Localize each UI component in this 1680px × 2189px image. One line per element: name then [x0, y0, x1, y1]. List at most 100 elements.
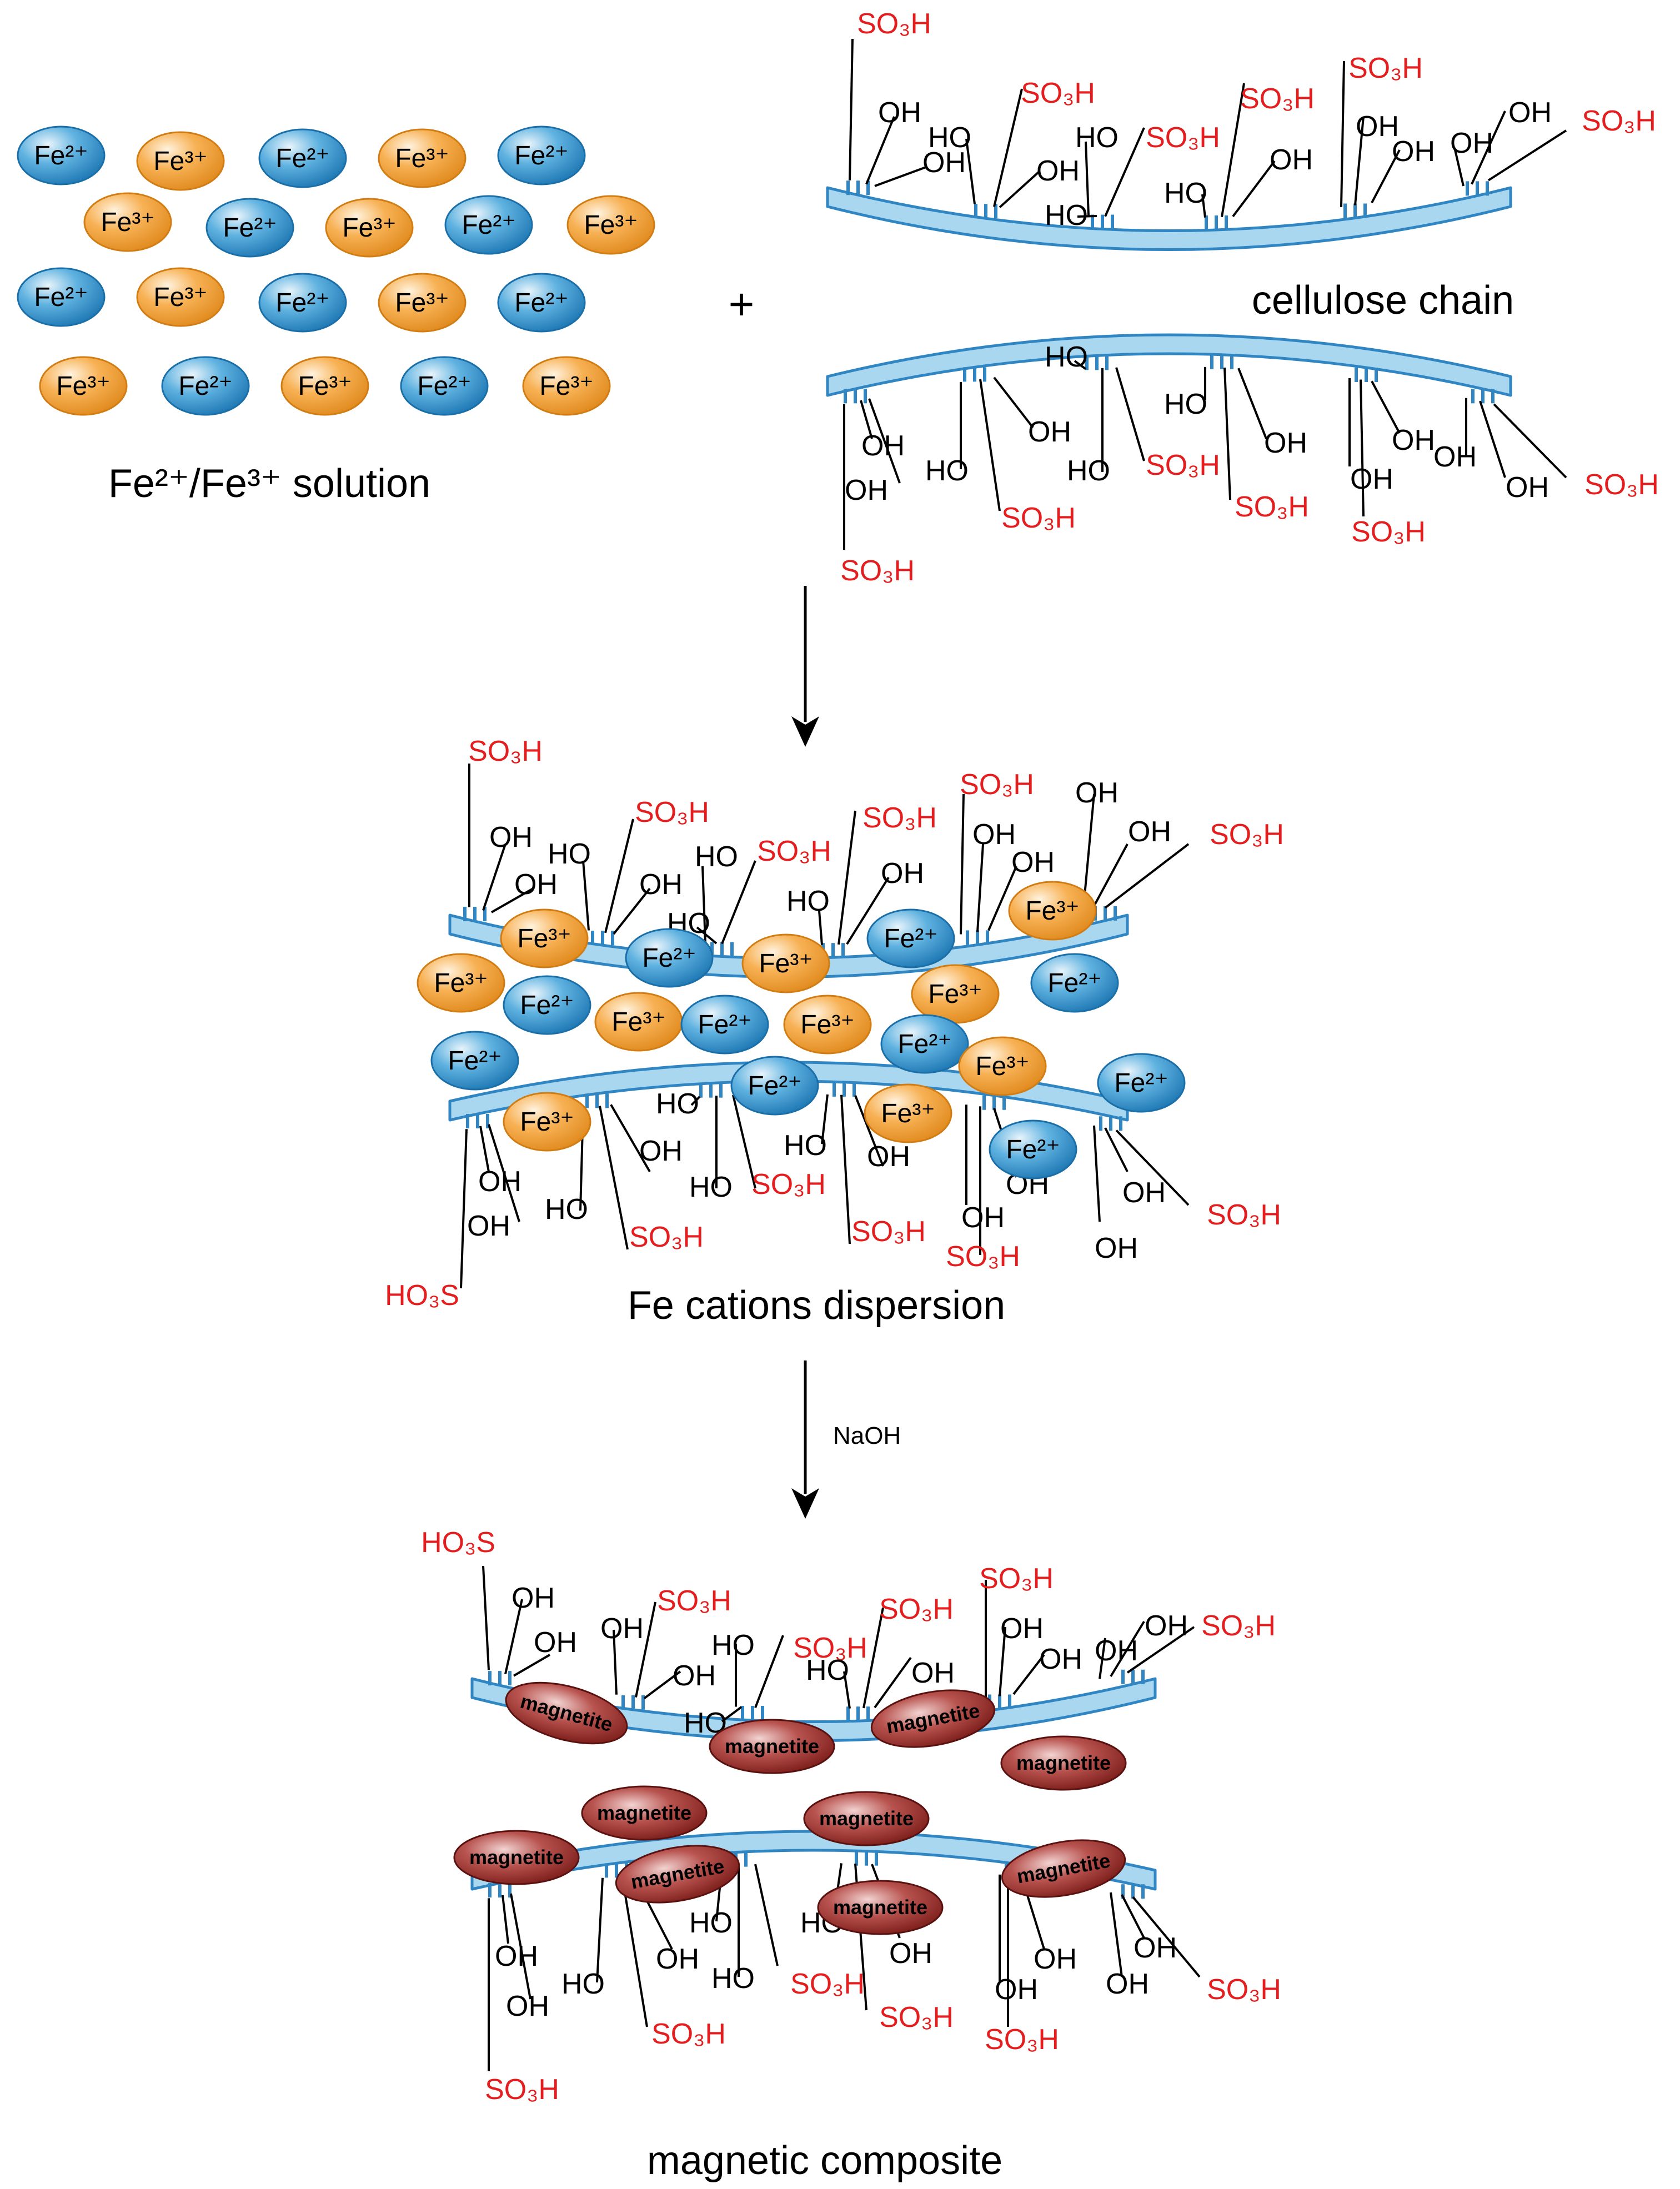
sulfonic-group: SO₃H [854, 1863, 954, 2034]
fe2-ion: Fe²⁺ [430, 1031, 519, 1091]
hydroxyl-label: OH [1450, 127, 1493, 159]
hydroxyl-label: OH [1508, 97, 1552, 129]
fe3-ion: Fe³⁺ [417, 953, 505, 1013]
hydroxyl-label: OH [639, 868, 683, 901]
fe2-ion: Fe²⁺ [17, 125, 106, 185]
fe2-ion: Fe²⁺ [730, 1056, 819, 1116]
hydroxyl-label: OH [1075, 777, 1119, 809]
sulfonic-group: SO₃H [1115, 1129, 1281, 1231]
ion-label: Fe³⁺ [975, 1052, 1029, 1081]
fe3-ion: Fe³⁺ [136, 267, 225, 327]
sulfonic-group: SO₃H [1126, 1610, 1276, 1674]
ion-label: Fe³⁺ [395, 288, 449, 318]
sulfonic-group: SO₃H [754, 1632, 867, 1708]
magnetite-label: magnetite [1016, 1751, 1111, 1774]
hydroxyl-group: HO [928, 122, 976, 204]
hydroxyl-label: OH [911, 1657, 955, 1689]
sulfonic-group: HO₃S [385, 1129, 468, 1312]
hydroxyl-group: OH [478, 1126, 521, 1198]
hydroxyl-label: HO [548, 838, 591, 870]
magnetite-label: magnetite [725, 1735, 819, 1758]
magnetite-particle: magnetite [1001, 1839, 1126, 1898]
sulfonic-label: HO₃S [385, 1279, 459, 1312]
hydroxyl-group: HO [1164, 366, 1207, 420]
hydroxyl-group: HO [689, 1096, 733, 1203]
sulfonic-label: SO₃H [635, 796, 709, 829]
hydroxyl-group: OH [1106, 1892, 1149, 2000]
ion-label: Fe³⁺ [520, 1107, 574, 1137]
sulfonic-label: SO₃H [857, 8, 931, 40]
sulfonic-label: SO₃H [1146, 449, 1220, 481]
hydroxyl-group: OH [846, 857, 924, 945]
sulfonic-group: SO₃H [979, 379, 1076, 534]
ion-label: Fe²⁺ [223, 213, 277, 243]
caption-dispersion: Fe cations dispersion [628, 1283, 1005, 1328]
hydroxyl-label: OH [1392, 135, 1435, 168]
hydroxyl-label: OH [489, 821, 533, 853]
fe3-ion: Fe³⁺ [325, 198, 414, 258]
sulfonic-group: SO₃H [754, 1864, 865, 2000]
sulfonic-group: SO₃H [1340, 52, 1423, 207]
hydroxyl-label: OH [922, 147, 966, 179]
fe3-ion: Fe³⁺ [783, 995, 872, 1055]
sulfonic-label: SO₃H [1351, 516, 1426, 548]
fe3-ion: Fe³⁺ [594, 992, 683, 1052]
sulfonic-label: SO₃H [985, 2024, 1059, 2056]
fe3-ion: Fe³⁺ [39, 356, 128, 416]
sulfonic-group: SO₃H [960, 769, 1034, 935]
hydroxyl-group: HO [711, 1865, 755, 1995]
hydroxyl-group: OH [1232, 144, 1313, 217]
sulfonic-group: SO₃H [1351, 379, 1426, 548]
hydroxyl-group: OH [1095, 1635, 1138, 1679]
hydroxyl-label: OH [639, 1135, 683, 1167]
fe3-ion: Fe³⁺ [500, 908, 589, 968]
hydroxyl-group: HO [545, 1108, 588, 1226]
hydroxyl-group: HO [695, 841, 738, 943]
hydroxyl-label: HO [1164, 177, 1207, 209]
ion-label: Fe²⁺ [1114, 1068, 1168, 1098]
hydroxyl-label: OH [881, 857, 924, 890]
hydroxyl-group: OH [987, 846, 1055, 931]
sulfonic-label: SO₃H [840, 555, 915, 587]
ion-label: Fe³⁺ [434, 968, 488, 998]
sulfonic-label: SO₃H [651, 2018, 726, 2050]
fe3-ion: Fe³⁺ [911, 964, 1000, 1024]
sulfonic-group: SO₃H [985, 1875, 1059, 2056]
ion-label: Fe²⁺ [897, 1030, 951, 1059]
hydroxyl-label: OH [1011, 846, 1055, 878]
sulfonic-group: SO₃H [1493, 403, 1659, 501]
sulfonic-label: SO₃H [629, 1221, 704, 1253]
ion-label: Fe²⁺ [514, 288, 568, 318]
sulfonic-label: HO₃S [421, 1527, 495, 1559]
hydroxyl-group: HO [786, 885, 830, 945]
fe3-ion: Fe³⁺ [378, 128, 467, 188]
hydroxyl-group: OH [1354, 111, 1399, 205]
magnetite-particle: magnetite [581, 1785, 708, 1841]
sulfonic-group: SO₃H [485, 1898, 559, 2106]
ion-label: Fe³⁺ [153, 147, 207, 176]
caption-cellulose-chain: cellulose chain [1252, 278, 1514, 323]
sulfonic-label: SO₃H [1001, 502, 1076, 534]
hydroxyl-label: OH [1095, 1635, 1138, 1667]
sulfonic-group: SO₃H [732, 1094, 826, 1201]
sulfonic-group: SO₃H [1487, 105, 1656, 182]
sulfonic-group: HO₃S [421, 1527, 495, 1670]
hydroxyl-group: OH [613, 868, 683, 935]
hydroxyl-label: OH [1264, 427, 1307, 459]
hydroxyl-group: OH [513, 1626, 577, 1677]
fe2-ion: Fe²⁺ [1030, 953, 1119, 1013]
hydroxyl-label: OH [1028, 416, 1071, 448]
ion-label: Fe³⁺ [56, 371, 110, 401]
hydroxyl-label: OH [506, 1990, 549, 2022]
hydroxyl-label: HO [711, 1962, 755, 1995]
sulfonic-group: SO₃H [849, 8, 931, 180]
hydroxyl-label: HO [806, 1654, 849, 1686]
hydroxyl-group: OH [467, 1124, 520, 1242]
fe3-ion: Fe³⁺ [1008, 881, 1097, 941]
hydroxyl-label: OH [534, 1626, 577, 1659]
hydroxyl-group: HO [656, 1088, 701, 1120]
magnetite-particle: magnetite [870, 1689, 996, 1748]
